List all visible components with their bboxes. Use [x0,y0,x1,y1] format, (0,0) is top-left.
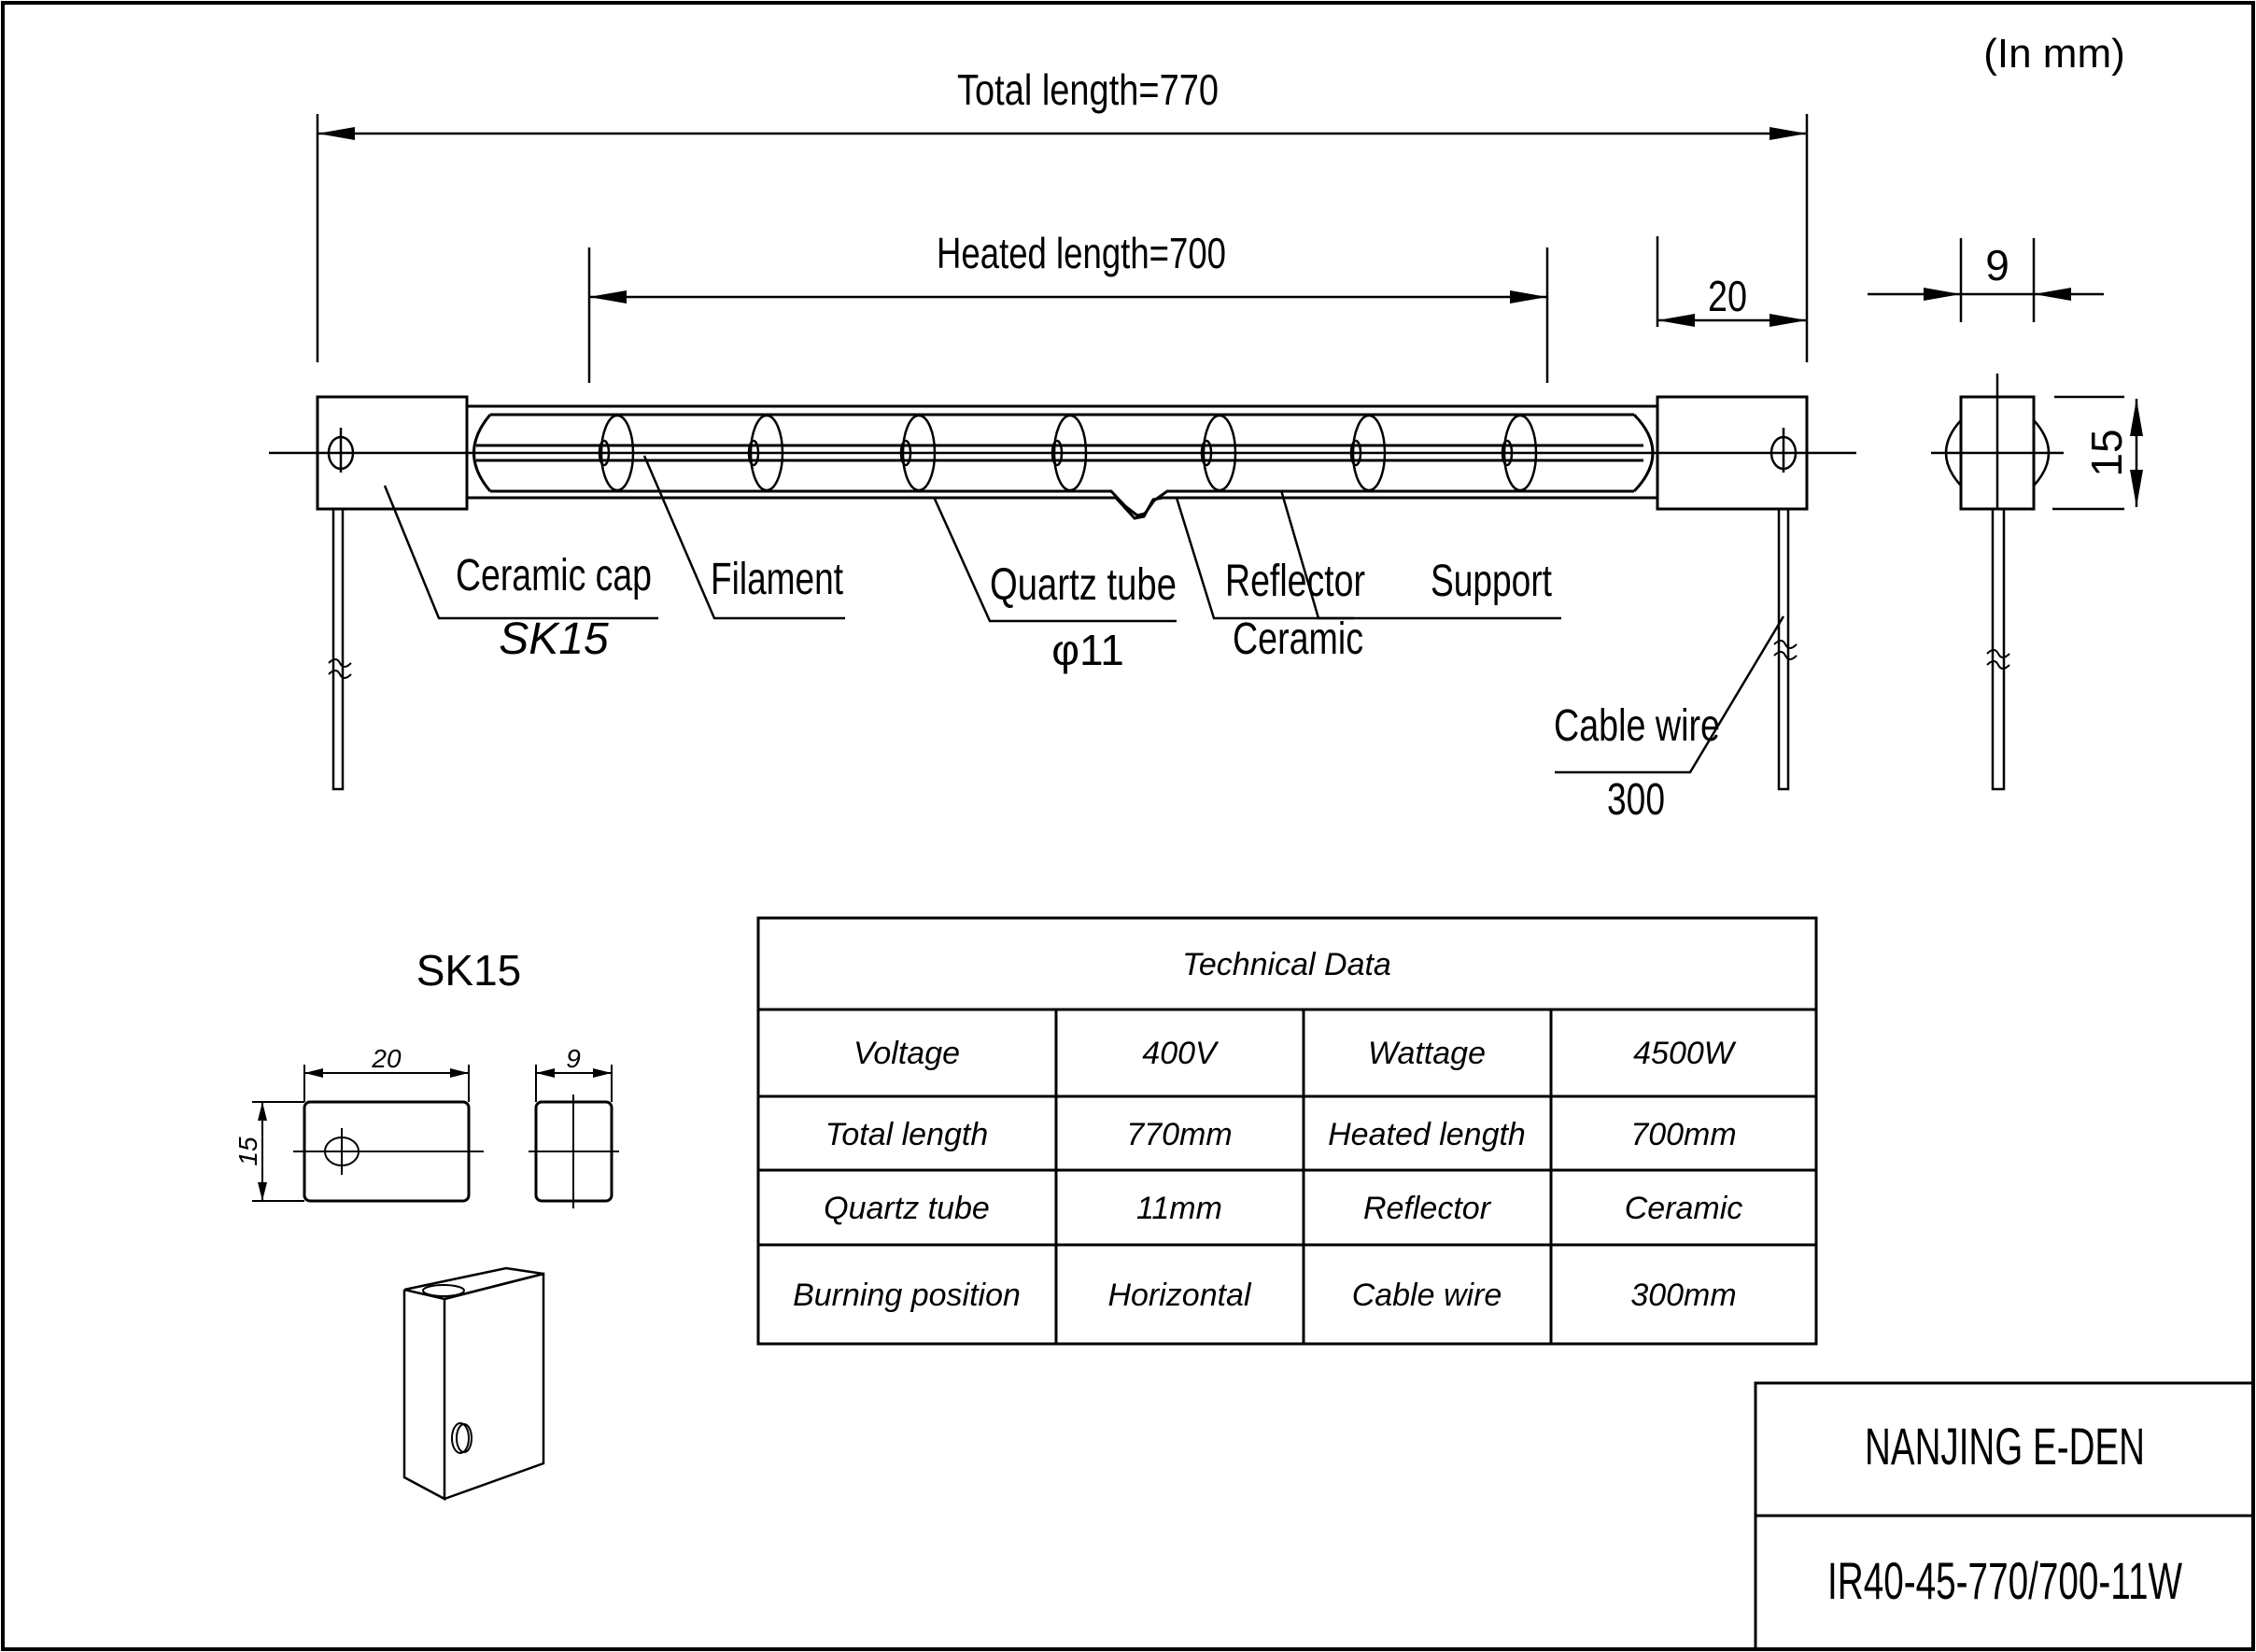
cable-wire-length: 300 [1607,775,1665,825]
tube-end-right [1632,413,1655,493]
iso-side-hole-inner [456,1423,472,1453]
ceramic-cap-label: Ceramic cap [456,551,652,600]
leader-line [642,455,845,620]
leader-line [383,485,658,620]
filament-coil [1501,439,1514,467]
table-cell-param-label: Cable wire [1352,1278,1502,1313]
table-cell-param-label: Wattage [1368,1036,1486,1071]
filament-support [1351,414,1387,492]
break-symbol [1773,640,1798,660]
table-cell-param-label: Voltage [853,1036,960,1071]
leader-line [1175,497,1354,620]
title-block: NANJING E-DEN IR40-45-770/700-11W [1754,1381,2255,1651]
total-length-dimension: Total length=770 [316,65,1809,362]
leader-line [1279,489,1561,620]
table-cell-param-value: 400V [1142,1036,1220,1071]
iso-top-hole [422,1284,465,1297]
callouts: Ceramic cap SK15 Filament Quartz tube φ1… [383,455,1785,825]
table-cells: Voltage 400V Wattage 4500W Total length 770mm… [793,1036,1742,1313]
left-cable-wire [331,507,345,791]
table-border [756,916,1818,1346]
table-cell-param-label: Total length [825,1117,989,1152]
heated-length-label: Heated length=700 [937,229,1226,277]
table-cell-param-label: Reflector [1363,1191,1492,1226]
reflector-line [490,489,1634,517]
filament-coil [1349,439,1362,467]
units-note: (In mm) [1983,31,2125,77]
quartz-tube-label: Quartz tube [990,560,1177,610]
table-cell-param-label: Burning position [793,1278,1021,1313]
filament-coil [1200,439,1213,467]
sk15-title: SK15 [416,946,522,995]
cap-width-dimension: 20 [1656,236,1807,327]
sk15-height-label: 15 [233,1137,262,1166]
sk15-width-label: 20 [371,1044,402,1073]
lamp-side-view: 9 15 [1868,238,2143,791]
part-number: IR40-45-770/700-11W [1827,1551,2182,1610]
table-cell-param-value: Horizontal [1107,1278,1252,1313]
filament-support [599,414,635,492]
iso-side-hole [451,1422,470,1454]
side-height-label: 15 [2082,429,2131,476]
table-cell-param-value: Ceramic [1625,1191,1743,1226]
break-symbol [328,658,352,679]
sk15-isometric-view [402,1266,545,1502]
reflector-label: Reflector [1225,557,1365,606]
filament-support [901,414,937,492]
support-label: Support [1431,557,1552,606]
quartz-tube-bottom [467,496,1657,520]
filament-support [1502,414,1538,492]
left-ceramic-cap [316,395,469,511]
filament-coil [747,439,760,467]
filament-support [1202,414,1237,492]
tube-end-left [472,414,492,492]
table-cell-param-value: 11mm [1136,1191,1222,1226]
side-cable-wire [1991,507,2006,791]
right-ceramic-cap [1656,395,1809,511]
filament-coil [1050,439,1064,467]
filament-coil [598,439,611,467]
iso-front-face [444,1272,545,1501]
quartz-tube-diameter: φ11 [1051,626,1124,674]
ceramic-cap-type: SK15 [499,614,609,664]
table-cell-param-label: Heated length [1328,1117,1526,1152]
table-cell-param-value: 700mm [1630,1117,1736,1152]
iso-top-face [403,1266,544,1301]
company-name: NANJING E-DEN [1865,1417,2145,1476]
leader-line [932,496,1177,623]
total-length-label: Total length=770 [957,65,1219,114]
cable-wire-label: Cable wire [1554,701,1720,751]
break-symbol [1986,649,2010,670]
table-cell-param-value: 4500W [1633,1036,1737,1071]
filament-coil [899,439,912,467]
filament-support [749,414,784,492]
filament-label: Filament [711,555,843,604]
lamp-front-view [269,395,1856,791]
sk15-detail: SK15 20 15 9 [233,946,619,1502]
side-width-label: 9 [1985,241,2009,289]
reflector-material: Ceramic [1233,614,1363,664]
leader-line [1555,615,1785,774]
right-cable-wire [1777,507,1790,791]
sk15-depth-label: 9 [566,1044,581,1073]
table-title: Technical Data [1182,947,1391,982]
technical-data-table: Technical Data Voltage 400V Wattage 4500W To… [756,916,1818,1346]
cap-width-label: 20 [1708,272,1747,320]
table-cell-param-value: 300mm [1630,1278,1736,1313]
filament-support [1052,414,1088,492]
supports [598,414,1538,492]
heated-length-dimension: Heated length=700 [587,229,1549,383]
table-cell-param-value: 770mm [1126,1117,1232,1152]
table-cell-param-label: Quartz tube [824,1191,990,1226]
iso-left-face [402,1290,446,1502]
